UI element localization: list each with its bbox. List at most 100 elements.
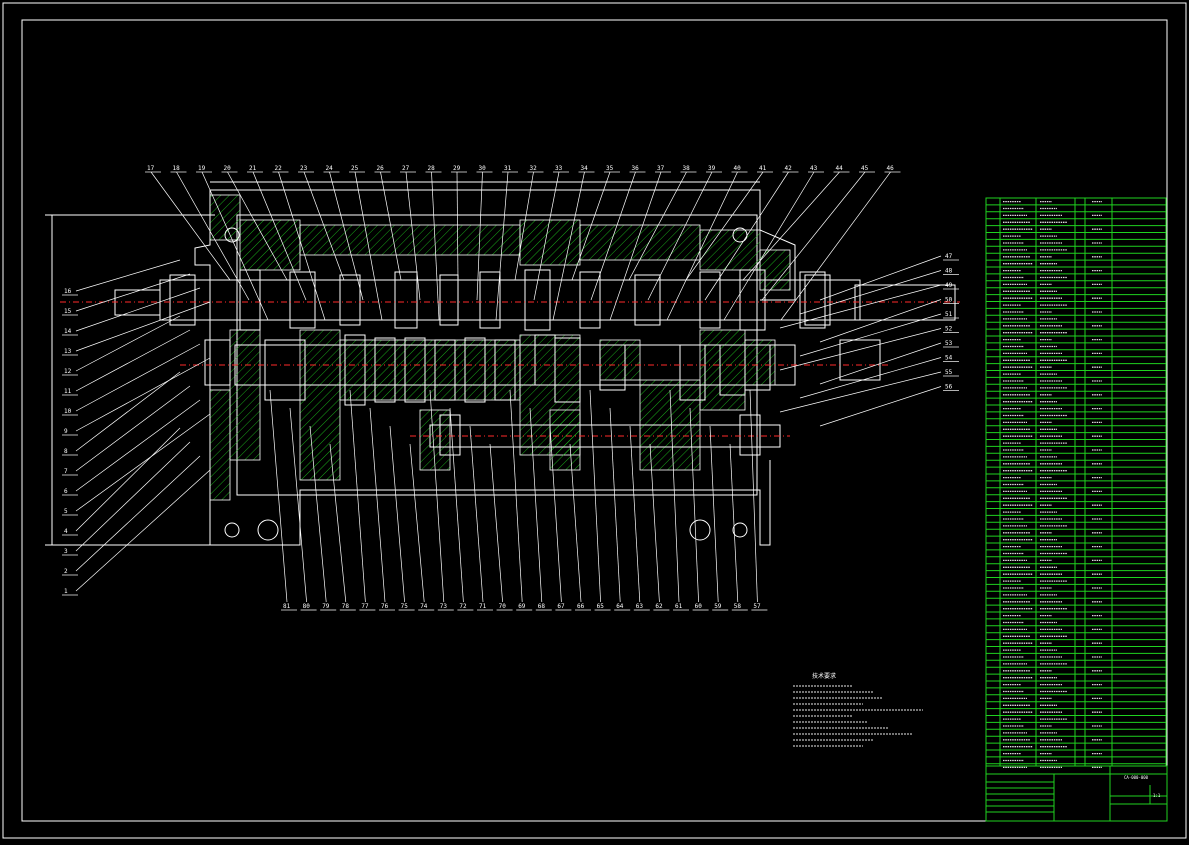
part-number-25: 25	[351, 165, 359, 172]
part-number-64: 64	[616, 603, 624, 610]
leader-47	[819, 255, 942, 301]
inner-border	[21, 19, 1168, 822]
title-block: CA-000-000 1:1	[985, 765, 1168, 822]
leader-63	[629, 425, 641, 603]
leader-41	[685, 171, 764, 281]
part-number-4: 4	[64, 528, 68, 535]
leader-75	[389, 425, 405, 603]
leader-45	[761, 171, 866, 301]
leader-11	[75, 329, 191, 392]
leader-15	[75, 273, 191, 312]
part-number-12: 12	[64, 368, 72, 375]
part-number-54: 54	[945, 355, 953, 362]
part-number-13: 13	[64, 348, 72, 355]
part-number-73: 73	[440, 603, 448, 610]
part-number-72: 72	[459, 603, 467, 610]
leader-65	[589, 389, 601, 603]
parts-list-table	[985, 197, 1167, 769]
part-number-47: 47	[945, 253, 953, 260]
leader-9	[75, 357, 211, 432]
part-number-81: 81	[283, 603, 291, 610]
input-shaft-gears	[239, 269, 826, 331]
leader-59	[709, 425, 719, 603]
part-number-71: 71	[479, 603, 487, 610]
part-number-8: 8	[64, 448, 68, 455]
part-number-60: 60	[695, 603, 703, 610]
leader-39	[647, 171, 713, 301]
part-number-49: 49	[945, 282, 953, 289]
part-number-9: 9	[64, 428, 68, 435]
leader-61	[669, 389, 680, 603]
leader-2	[75, 455, 201, 572]
technical-notes: 技术要求	[793, 672, 923, 747]
leader-71	[469, 425, 484, 603]
leader-3	[75, 441, 191, 552]
part-leader-lines	[62, 171, 959, 611]
part-number-58: 58	[734, 603, 742, 610]
leader-74	[409, 443, 425, 603]
leader-48	[799, 270, 942, 315]
gearbox-section-view	[45, 181, 960, 546]
leader-5	[75, 413, 211, 512]
part-number-32: 32	[530, 165, 538, 172]
leader-12	[75, 315, 181, 372]
leader-32	[514, 171, 534, 281]
leader-67	[549, 425, 562, 603]
leader-53	[819, 342, 942, 385]
leader-37	[609, 171, 662, 321]
leader-57	[749, 389, 758, 603]
part-number-57: 57	[753, 603, 761, 610]
leader-51	[799, 313, 942, 357]
part-number-40: 40	[734, 165, 742, 172]
leader-4	[75, 427, 181, 532]
part-number-35: 35	[606, 165, 614, 172]
part-number-5: 5	[64, 508, 68, 515]
leader-54	[799, 357, 942, 399]
part-number-24: 24	[326, 165, 334, 172]
part-number-79: 79	[322, 603, 330, 610]
input-shaft	[159, 279, 861, 321]
part-number-78: 78	[342, 603, 350, 610]
leader-25	[354, 171, 383, 321]
housing-top-outline	[210, 189, 796, 301]
notes-title: 技术要求	[812, 672, 836, 680]
part-number-6: 6	[64, 488, 68, 495]
part-number-31: 31	[504, 165, 512, 172]
part-number-37: 37	[657, 165, 665, 172]
leader-44	[742, 171, 840, 281]
part-number-62: 62	[655, 603, 663, 610]
part-number-3: 3	[64, 548, 68, 555]
leader-76	[369, 407, 386, 603]
leader-66	[569, 443, 582, 603]
part-number-15: 15	[64, 308, 72, 315]
part-number-34: 34	[581, 165, 589, 172]
part-number-67: 67	[557, 603, 565, 610]
leader-24	[329, 171, 364, 301]
leader-20	[227, 171, 288, 281]
hatched-sections	[209, 194, 791, 501]
part-number-41: 41	[759, 165, 767, 172]
leader-30	[476, 171, 483, 301]
leader-17	[150, 171, 231, 281]
leader-16	[75, 259, 181, 292]
part-number-10: 10	[64, 408, 72, 415]
leader-80	[289, 407, 307, 603]
leader-36	[590, 171, 636, 301]
part-number-11: 11	[64, 388, 72, 395]
part-number-46: 46	[887, 165, 895, 172]
part-number-80: 80	[303, 603, 311, 610]
part-number-48: 48	[945, 268, 953, 275]
leader-8	[75, 371, 181, 452]
part-number-55: 55	[945, 369, 953, 376]
part-number-29: 29	[453, 165, 461, 172]
bolt-holes	[224, 227, 748, 541]
leader-68	[529, 407, 543, 603]
part-number-44: 44	[836, 165, 844, 172]
leader-18	[176, 171, 250, 301]
leader-35	[571, 171, 611, 281]
leader-55	[779, 371, 942, 413]
part-number-50: 50	[945, 297, 953, 304]
